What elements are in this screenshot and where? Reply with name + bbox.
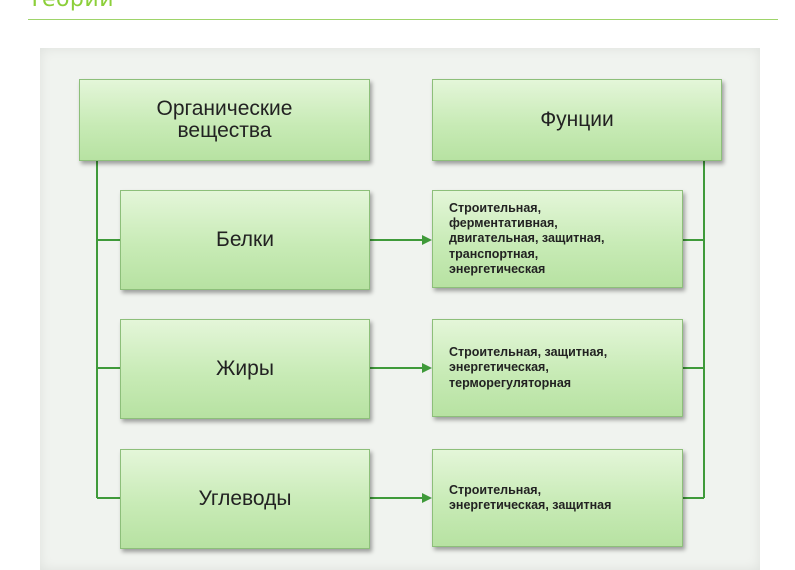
functions-text: Строительная, ферментативная, двигательн… [449,200,605,276]
functions-label: Фунции [540,107,614,131]
substance-box-zhiry: Жиры [120,319,370,419]
functions-box-belki: Строительная, ферментативная, двигательн… [432,190,683,288]
substance-box-belki: Белки [120,190,370,290]
functions-text: Строительная, энергетическая, защитная [449,482,612,512]
functions-box-uglevody: Строительная, энергетическая, защитная [432,449,683,547]
organic-substances-header: Органические вещества [79,79,370,161]
substance-box-uglevody: Углеводы [120,449,370,549]
page-header: Теории [28,0,114,12]
substance-label: Углеводы [198,487,292,510]
header-divider [28,19,778,20]
substance-label: Белки [216,228,274,251]
organic-substances-label: Органические вещества [156,96,293,142]
functions-box-zhiry: Строительная, защитная, энергетическая, … [432,319,683,417]
substance-label: Жиры [216,357,274,380]
functions-header: Фунции [432,79,722,161]
functions-text: Строительная, защитная, энергетическая, … [449,345,608,390]
